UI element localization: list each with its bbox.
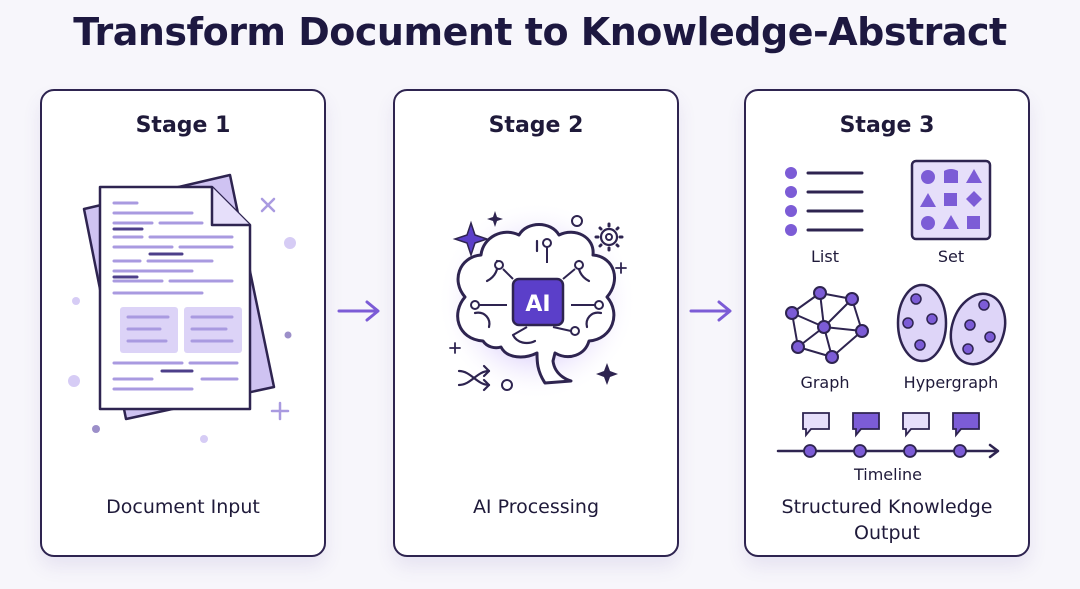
gear-icon bbox=[594, 222, 624, 252]
stage-3-heading: Stage 3 bbox=[839, 113, 935, 138]
shuffle-icon bbox=[457, 364, 491, 392]
arrow-right-icon bbox=[337, 300, 380, 322]
knowledge-structures-illustration bbox=[776, 159, 1007, 459]
hypergraph-label: Hypergraph bbox=[903, 373, 999, 392]
stage-3-caption-line-2: Output bbox=[854, 522, 920, 544]
graph-icon bbox=[785, 286, 869, 364]
ai-chip-label: AI bbox=[525, 292, 550, 317]
stage-2-card: Stage 2 bbox=[393, 89, 679, 557]
set-icon bbox=[910, 159, 992, 241]
list-icon bbox=[785, 167, 864, 236]
timeline-label: Timeline bbox=[853, 465, 923, 484]
list-label: List bbox=[811, 247, 839, 266]
stage-1-card: Stage 1 bbox=[40, 89, 326, 557]
stage-3-caption-line-1: Structured Knowledge bbox=[781, 496, 993, 518]
document-illustration bbox=[68, 173, 296, 443]
graph-label: Graph bbox=[800, 373, 850, 392]
stage-3-card: Stage 3 bbox=[744, 89, 1030, 557]
stage-1-heading: Stage 1 bbox=[135, 113, 231, 138]
page-title: Transform Document to Knowledge-Abstract bbox=[73, 10, 1007, 54]
stage-2-caption: AI Processing bbox=[472, 496, 600, 518]
stage-2-heading: Stage 2 bbox=[488, 113, 584, 138]
stage-1-caption: Document Input bbox=[106, 496, 260, 518]
arrow-right-icon bbox=[689, 300, 732, 322]
hypergraph-icon bbox=[896, 283, 1007, 366]
stage-3-caption: Structured Knowledge Output bbox=[746, 494, 1028, 546]
ai-brain-illustration: AI bbox=[437, 201, 637, 401]
timeline-icon bbox=[776, 412, 1000, 459]
sparkle-icon bbox=[452, 220, 490, 258]
set-label: Set bbox=[937, 247, 965, 266]
